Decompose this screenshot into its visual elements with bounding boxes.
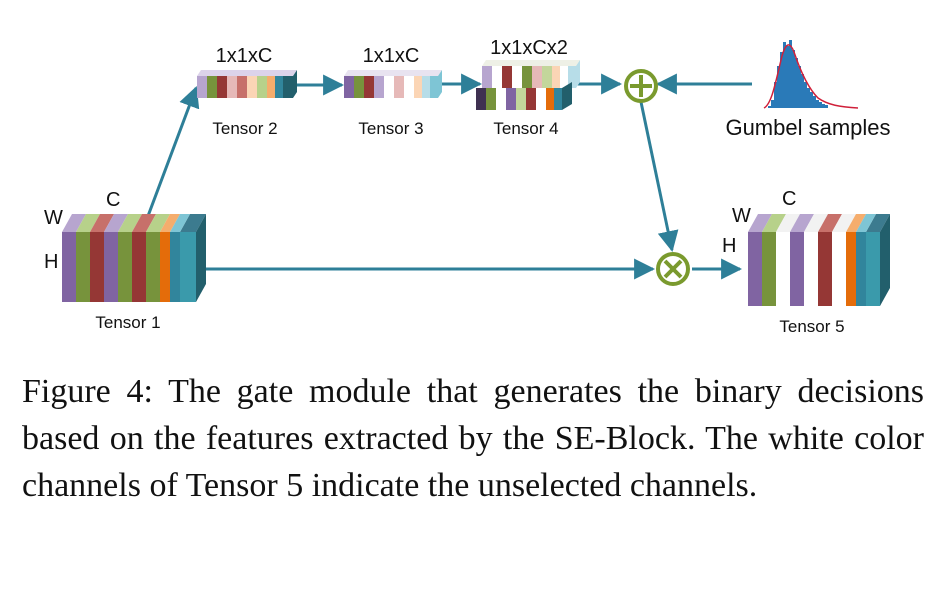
arrow-tensor1-to-tensor2 xyxy=(146,86,200,217)
arrows xyxy=(146,73,752,280)
add-operator-icon xyxy=(624,69,658,103)
figure-caption: Figure 4: The gate module that generates… xyxy=(22,373,924,504)
tensor-2-block xyxy=(197,70,297,98)
gumbel-samples-label: Gumbel samples xyxy=(725,115,890,140)
tensor-1-c-label: C xyxy=(106,189,120,211)
tensor-3-block xyxy=(344,70,442,98)
tensor-1-label: Tensor 1 xyxy=(95,313,160,332)
gumbel-histogram-icon xyxy=(763,40,859,109)
tensor-5-c-label: C xyxy=(782,188,796,210)
gate-module-diagram: W H C Tensor 1 1x1xC Tensor 2 1x1xC Tens… xyxy=(44,37,891,336)
arrow-add-to-multiply xyxy=(639,101,679,253)
tensor-4-block xyxy=(476,60,580,110)
tensor-5-h-label: H xyxy=(722,235,736,257)
tensor-1-w-label: W xyxy=(44,207,63,229)
tensor-4-label: Tensor 4 xyxy=(493,119,558,138)
tensor-5-block xyxy=(748,214,890,306)
tensor-4-dims: 1x1xCx2 xyxy=(490,37,568,59)
tensor-3-label: Tensor 3 xyxy=(358,119,423,138)
tensor-5-w-label: W xyxy=(732,205,751,227)
tensor-2-label: Tensor 2 xyxy=(212,119,277,138)
tensor-3-dims: 1x1xC xyxy=(363,45,420,67)
tensor-1-block xyxy=(62,214,206,302)
tensor-2-dims: 1x1xC xyxy=(216,45,273,67)
tensor-5-label: Tensor 5 xyxy=(779,317,844,336)
multiply-operator-icon xyxy=(656,252,690,286)
tensor-1-h-label: H xyxy=(44,251,58,273)
